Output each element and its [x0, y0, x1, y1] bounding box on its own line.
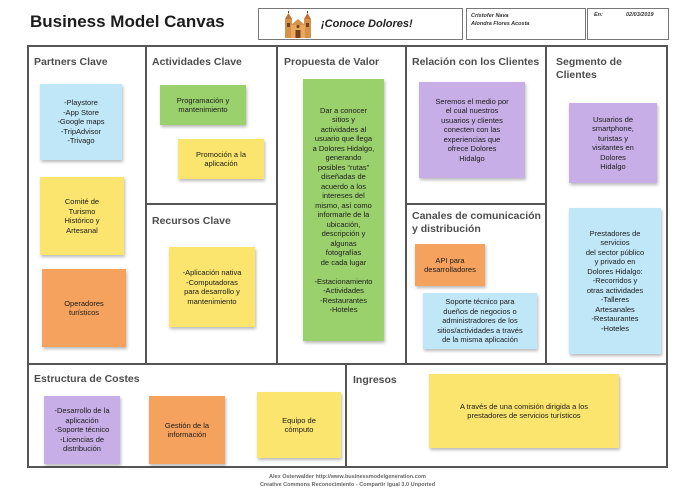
value-title: Propuesta de Valor: [284, 56, 380, 68]
sticky-note: Usuarios de smartphone, turistas y visit…: [569, 103, 657, 183]
sticky-note: API para desarrolladores: [415, 244, 485, 286]
church-logo-icon: [285, 11, 311, 38]
sticky-note: A través de una comisión dirigida a los …: [429, 374, 619, 448]
sticky-note: Seremos el medio por el cual nuestros us…: [419, 82, 525, 178]
designer-name: Cristofer Nava: [471, 13, 509, 19]
grid-line: [27, 45, 668, 47]
partners-title: Partners Clave: [34, 56, 108, 68]
sticky-note: Gestión de la información: [149, 396, 225, 464]
costs-title: Estructura de Costes: [34, 373, 140, 385]
grid-line: [405, 203, 545, 205]
sticky-note: Programación y mantenimiento: [160, 85, 246, 125]
grid-line: [145, 45, 147, 365]
grid-line: [27, 363, 668, 365]
activities-title: Actividades Clave: [152, 56, 242, 68]
designer-names: Cristofer Nava Alondra Flores Acosta: [471, 12, 529, 28]
sticky-note: Operadores turísticos: [42, 269, 126, 347]
sticky-note: -Playstore -App Store -Google maps -Trip…: [40, 84, 122, 160]
grid-line: [666, 45, 668, 468]
footer-credit: Alex Osterwalder http://www.businessmode…: [269, 474, 426, 480]
grid-line: [276, 45, 278, 365]
sticky-note: Promoción a la aplicación: [178, 139, 264, 179]
designed-by-box: Cristofer Nava Alondra Flores Acosta: [466, 8, 586, 40]
sticky-note: Equipo de cómputo: [257, 392, 341, 458]
channels-title: Canales de comunicación y distribución: [412, 210, 541, 235]
date-box: En: 02/03/2019: [587, 8, 669, 40]
grid-line: [27, 466, 668, 468]
grid-line: [545, 45, 547, 365]
grid-line: [405, 45, 407, 365]
sticky-note: -Desarrollo de la aplicación -Soporte té…: [44, 396, 120, 464]
sticky-note: Prestadores de servicios del sector públ…: [569, 208, 661, 354]
designer-name: Alondra Flores Acosta: [471, 21, 530, 27]
sticky-note: -Aplicación nativa -Computadoras para de…: [169, 247, 255, 327]
canvas-title: Business Model Canvas: [30, 12, 225, 31]
grid-line: [345, 363, 347, 468]
project-name: ¡Conoce Dolores!: [321, 18, 413, 30]
relationships-title: Relación con los Clientes: [412, 56, 540, 68]
date-label: En:: [594, 12, 603, 18]
resources-title: Recursos Clave: [152, 215, 231, 227]
segments-title: Segmento de Clientes: [556, 56, 622, 81]
revenue-title: Ingresos: [353, 374, 397, 386]
date-value: 02/03/2019: [626, 12, 654, 18]
sticky-note: Soporte técnico para dueños de negocios …: [423, 293, 537, 349]
footer-license: Creative Commons Reconocimiento - Compar…: [259, 482, 436, 488]
grid-line: [27, 45, 29, 468]
sticky-note: Comité de Turismo Histórico y Artesanal: [40, 177, 124, 255]
sticky-note: Dar a conocer sitios y actividades al us…: [303, 79, 384, 341]
grid-line: [145, 203, 276, 205]
project-box: ¡Conoce Dolores!: [258, 8, 463, 40]
